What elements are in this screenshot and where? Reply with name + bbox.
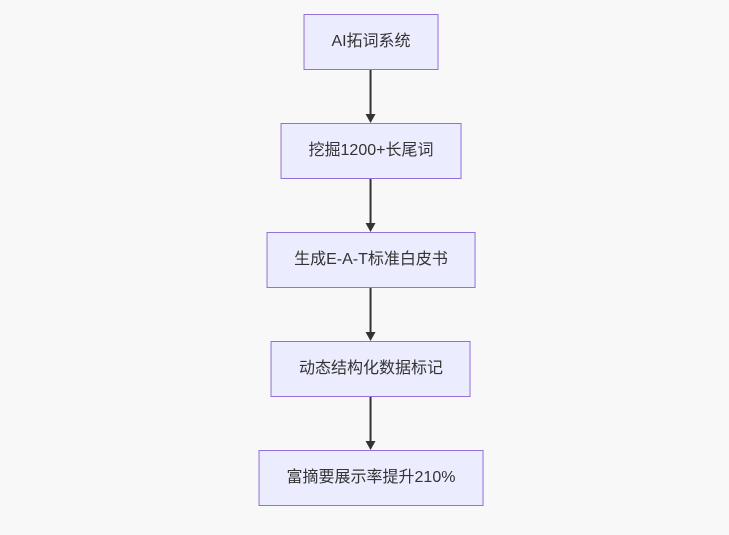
arrow-line [370, 179, 372, 223]
flowchart-node-2: 挖掘1200+长尾词 [280, 123, 462, 179]
arrow-line [370, 70, 372, 114]
flowchart-node-1: AI拓词系统 [303, 14, 439, 70]
arrowhead-down-icon [366, 223, 376, 232]
node-label: AI拓词系统 [331, 33, 411, 50]
flowchart-node-5: 富摘要展示率提升210% [258, 450, 484, 506]
flowchart-node-4: 动态结构化数据标记 [270, 341, 471, 397]
node-label: 富摘要展示率提升210% [286, 469, 456, 486]
node-label: 挖掘1200+长尾词 [308, 142, 434, 159]
arrowhead-down-icon [366, 332, 376, 341]
flowchart-node-3: 生成E-A-T标准白皮书 [266, 232, 476, 288]
arrowhead-down-icon [366, 441, 376, 450]
flowchart: AI拓词系统 挖掘1200+长尾词 生成E-A-T标准白皮书 动态结构化数据标记 [258, 14, 484, 506]
node-label: 生成E-A-T标准白皮书 [294, 251, 448, 268]
node-label: 动态结构化数据标记 [298, 360, 443, 377]
arrowhead-down-icon [366, 114, 376, 123]
arrow-connector-3 [366, 288, 376, 341]
arrow-connector-4 [366, 397, 376, 450]
arrow-line [370, 397, 372, 441]
arrow-connector-1 [366, 70, 376, 123]
arrow-line [370, 288, 372, 332]
arrow-connector-2 [366, 179, 376, 232]
